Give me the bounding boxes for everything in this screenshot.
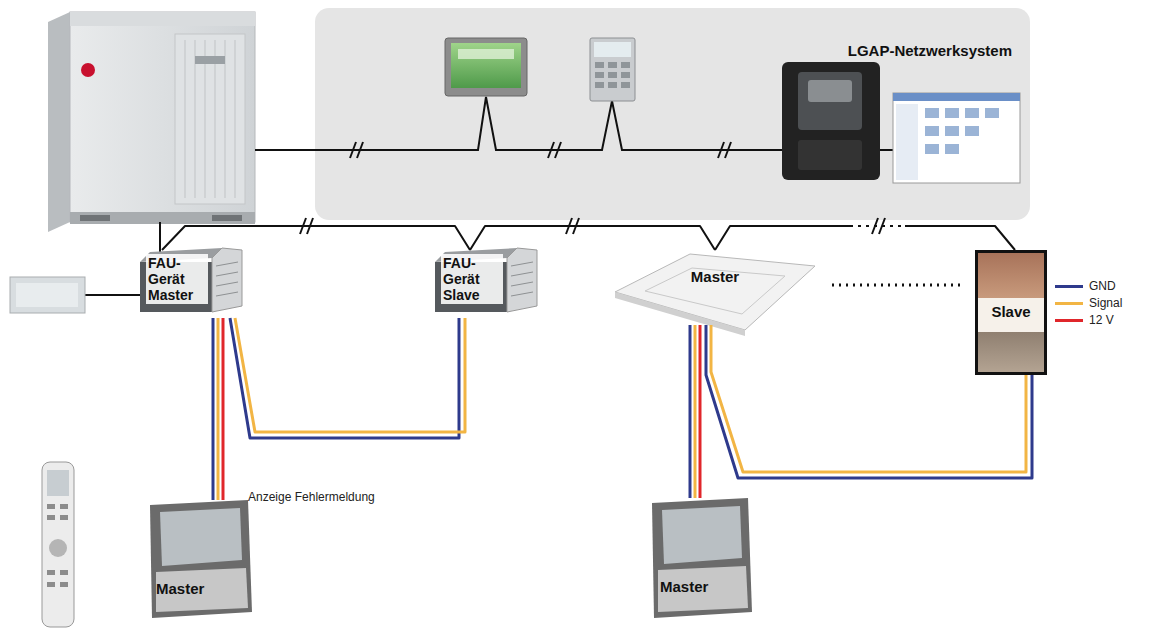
wire-line	[850, 225, 905, 227]
node-label: Slave	[978, 303, 1044, 321]
wire-line	[699, 325, 702, 498]
annotation-text: Anzeige Fehlermeldung	[248, 490, 375, 504]
ir-remote	[42, 462, 74, 627]
legend-row: 12 V	[1055, 313, 1114, 327]
legend-swatch	[1055, 302, 1083, 305]
wire-line	[235, 318, 465, 432]
wire-connector	[230, 318, 465, 438]
remote-master: Master	[650, 498, 750, 618]
legend-text: GND	[1089, 279, 1116, 293]
duct-unit	[140, 248, 242, 312]
wire-line	[162, 226, 470, 250]
wire-line	[715, 226, 850, 250]
wire-connector	[470, 226, 715, 250]
keypad-controller	[590, 38, 635, 101]
wire-line	[694, 325, 697, 498]
remote-master: Master	[148, 500, 252, 618]
legend-swatch	[1055, 319, 1083, 322]
legend-text: Signal	[1089, 296, 1122, 310]
wired-remote	[150, 500, 252, 618]
node-label: LGAP-Netzwerksystem	[848, 42, 1012, 60]
wall-panel-slave: Slave	[975, 250, 1047, 375]
wired-sensor-box	[10, 277, 85, 313]
wire-line	[212, 318, 215, 500]
node-label: FAU- Gerät Slave	[441, 254, 503, 304]
wire-line	[222, 318, 225, 500]
wire-line	[689, 325, 692, 498]
wire-connector	[690, 325, 700, 498]
legend-row: Signal	[1055, 296, 1122, 310]
node-label: Master	[660, 578, 708, 596]
node-label: FAU- Gerät Master	[146, 254, 208, 304]
node-label: Master	[670, 268, 760, 286]
outdoor-unit	[48, 12, 255, 232]
wire-line	[905, 226, 1015, 250]
continuation-dots	[832, 284, 960, 287]
fau-unit-master: FAU- Gerät Master	[140, 250, 242, 318]
wire-connector	[213, 318, 223, 500]
legend-row: GND	[1055, 279, 1116, 293]
wire-line	[217, 318, 220, 500]
cassette-unit	[615, 254, 815, 336]
wired-remote	[652, 498, 752, 618]
wire-line	[230, 318, 459, 438]
cassette-unit: Master	[615, 250, 815, 325]
pc-software-screen	[893, 93, 1020, 183]
legend-swatch	[1055, 285, 1083, 288]
gateway-device	[782, 62, 880, 180]
wire-line	[470, 226, 715, 250]
fau-unit-slave: FAU- Gerät Slave	[435, 250, 537, 318]
node-label: Master	[156, 580, 204, 598]
wire-connector	[715, 226, 1015, 250]
wire-connector	[162, 226, 470, 250]
duct-unit	[435, 248, 537, 312]
legend-text: 12 V	[1089, 313, 1114, 327]
touch-controller	[445, 38, 527, 96]
